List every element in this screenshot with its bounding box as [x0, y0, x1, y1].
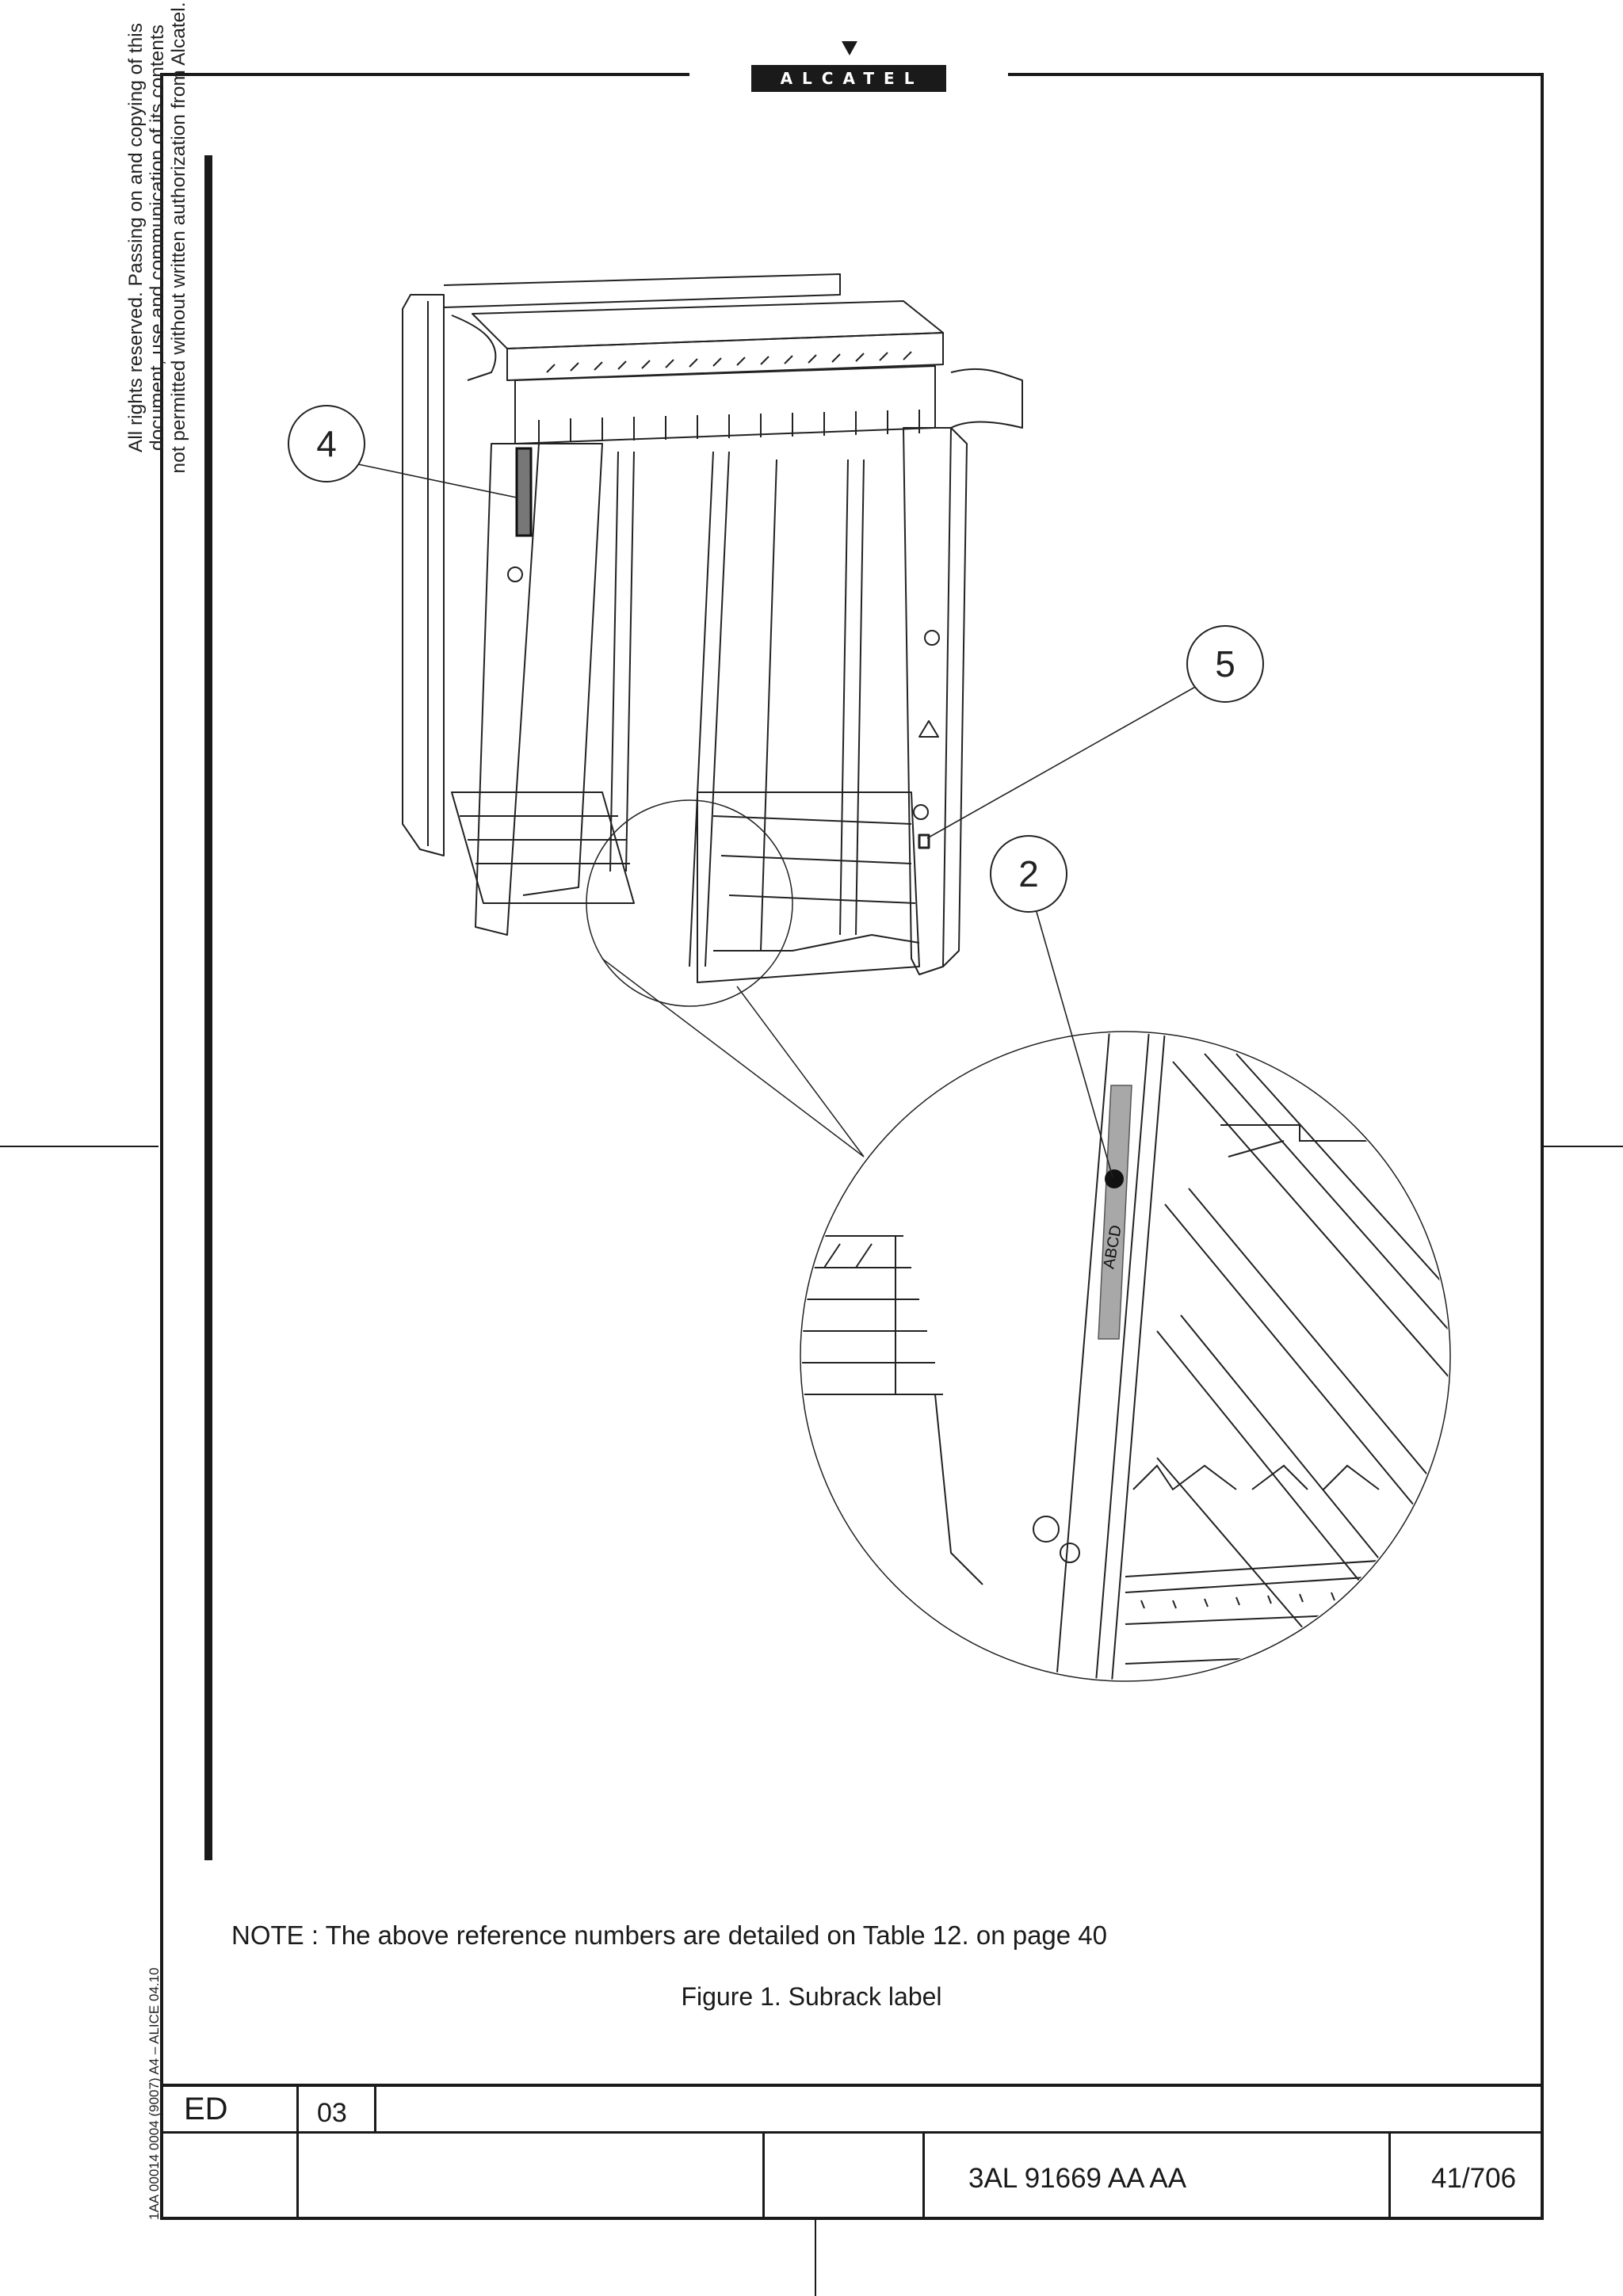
- zoom-subrack-label: ABCD: [1098, 1085, 1132, 1340]
- change-bar: [204, 155, 212, 1860]
- form-code-text: 1AA 00014 0004 (9007) A4 – ALICE 04.10: [147, 1967, 162, 2220]
- label-marker-dot: [1105, 1169, 1124, 1188]
- reference-note: NOTE : The above reference numbers are d…: [231, 1920, 1108, 1950]
- footer-col-4: [922, 2131, 925, 2218]
- frame-top-right: [1008, 73, 1544, 76]
- frame-right: [1541, 73, 1544, 2220]
- zoom-source-circle: [586, 799, 793, 1007]
- callout-4: 4: [288, 405, 365, 482]
- frame-bottom: [160, 2217, 1544, 2220]
- svg-text:4: 4: [316, 423, 337, 464]
- logo-arrow-icon: [842, 41, 857, 55]
- frame-top-left: [160, 73, 689, 76]
- alcatel-logo: ALCATEL: [751, 65, 946, 92]
- fold-mark-left: [0, 1146, 158, 1147]
- fold-mark-bottom: [815, 2220, 816, 2296]
- subrack-top-frame: [443, 273, 841, 308]
- footer-col-5: [1388, 2131, 1391, 2218]
- callout-4-leader: [357, 463, 517, 498]
- footer-col-2: [374, 2084, 376, 2133]
- svg-text:2: 2: [1018, 853, 1039, 894]
- footer-col-3: [762, 2131, 765, 2218]
- logo-text: ALCATEL: [780, 69, 924, 88]
- edition-label: ED: [184, 2092, 228, 2126]
- page-number: 41/706: [1431, 2163, 1517, 2194]
- callout-2: 2: [990, 835, 1067, 913]
- callout-5: 5: [1186, 625, 1264, 703]
- subrack-left-rail: [475, 443, 540, 936]
- subrack-right-panel: [903, 427, 952, 975]
- svg-text:5: 5: [1215, 643, 1235, 685]
- zoom-detail-circle: [800, 1031, 1451, 1682]
- callout-2-leader: [1034, 906, 1113, 1178]
- subrack-left-panel: [402, 294, 445, 856]
- figure-caption: Figure 1. Subrack label: [681, 1982, 942, 2011]
- fold-mark-right: [1544, 1146, 1623, 1147]
- label-panel-4: [515, 447, 533, 537]
- subrack-drawing: ABCD 4 5 2: [288, 273, 1451, 1682]
- footer-mid-rule: [160, 2131, 1544, 2134]
- edition-value: 03: [317, 2098, 347, 2128]
- document-reference: 3AL 91669 AA AA: [968, 2163, 1187, 2194]
- footer-col-1: [296, 2084, 299, 2218]
- footer-top-rule: [160, 2084, 1544, 2087]
- callout-5-leader: [926, 685, 1197, 839]
- frame-left: [160, 73, 163, 2220]
